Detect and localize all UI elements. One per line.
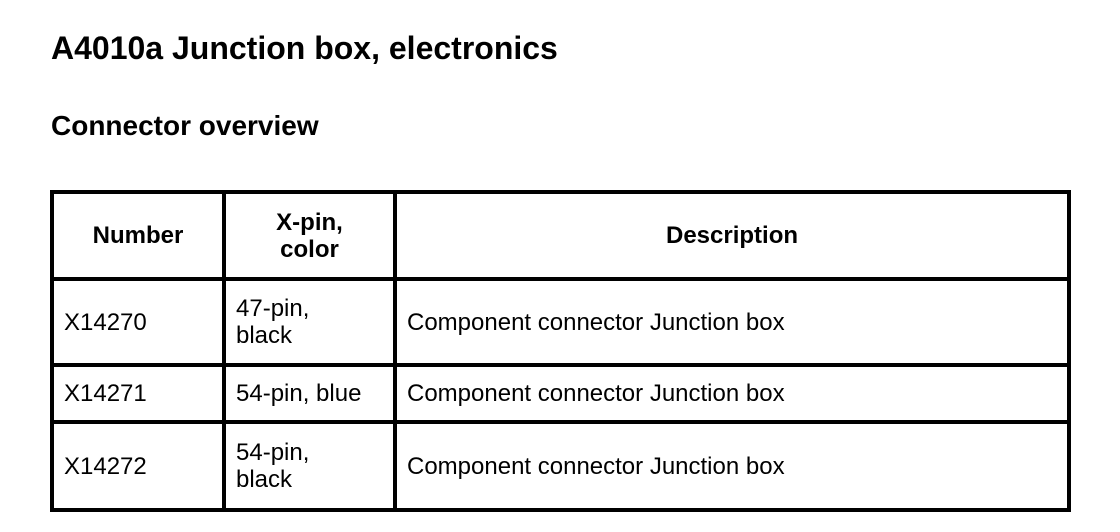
table-row: X14270 47-pin, black Component connector… bbox=[50, 277, 1071, 367]
header-description: Description bbox=[393, 190, 1071, 281]
section-heading: Connector overview bbox=[51, 110, 319, 141]
cell-number: X14271 bbox=[50, 363, 226, 424]
table-row: X14272 54-pin, black Component connector… bbox=[50, 420, 1071, 512]
cell-pin-color: 54-pin, black bbox=[222, 420, 397, 512]
cell-description: Component connector Junction box bbox=[393, 363, 1071, 424]
cell-description: Component connector Junction box bbox=[393, 420, 1071, 512]
connector-overview-table: Number X-pin, color Description X14270 4… bbox=[50, 190, 1071, 512]
cell-number: X14272 bbox=[50, 420, 226, 512]
cell-number: X14270 bbox=[50, 277, 226, 367]
table-row: X14271 54-pin, blue Component connector … bbox=[50, 363, 1071, 424]
cell-pin-color: 47-pin, black bbox=[222, 277, 397, 367]
cell-pin-color: 54-pin, blue bbox=[222, 363, 397, 424]
table-header-row: Number X-pin, color Description bbox=[50, 190, 1071, 281]
header-number: Number bbox=[50, 190, 226, 281]
header-pin-color: X-pin, color bbox=[222, 190, 397, 281]
cell-description: Component connector Junction box bbox=[393, 277, 1071, 367]
page-title: A4010a Junction box, electronics bbox=[51, 30, 558, 66]
